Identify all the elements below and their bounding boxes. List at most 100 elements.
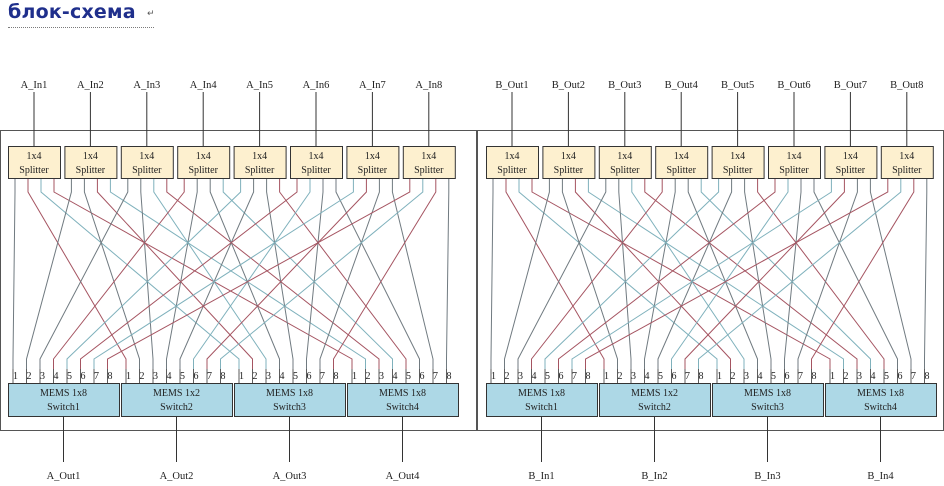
wire-B-s3-o2	[618, 178, 632, 369]
splitter-type-label: 1x4	[252, 151, 267, 162]
port-number: 4	[280, 371, 285, 382]
wire-B-s3-o1	[517, 178, 607, 369]
splitter-name-label: Splitter	[666, 165, 696, 176]
splitter-box	[880, 146, 934, 179]
splitter-name-label: Splitter	[414, 165, 444, 176]
splitter-box	[486, 146, 539, 179]
wire-A-s5-o2	[179, 178, 255, 369]
wire-B-s2-o1	[504, 178, 550, 369]
port-number: 2	[253, 371, 258, 382]
switch-name-label: Switch1	[525, 402, 558, 413]
port-number: 6	[307, 371, 312, 382]
splitter-type-label: 1x4	[196, 151, 211, 162]
port-number: 8	[221, 371, 226, 382]
wire-B-s8-o4	[924, 178, 928, 369]
port-number: 2	[140, 371, 145, 382]
output-label: A_Out1	[47, 471, 81, 482]
port-number: 2	[844, 371, 849, 382]
port-number: 1	[604, 371, 609, 382]
wire-B-s7-o4	[869, 178, 912, 369]
splitter-name-label: Splitter	[19, 165, 49, 176]
port-number: 1	[126, 371, 131, 382]
splitter-name-label: Splitter	[723, 165, 753, 176]
port-number: 3	[153, 371, 158, 382]
splitter-box	[768, 146, 821, 179]
splitter-type-label: 1x4	[787, 151, 802, 162]
port-number: 1	[830, 371, 835, 382]
wire-A-s7-o4	[391, 178, 434, 369]
wire-A-s1-o3	[40, 178, 240, 369]
input-label: A_In7	[359, 80, 386, 91]
mems-switch-box	[486, 383, 598, 417]
switch-type-label: MEMS 1x8	[744, 388, 791, 399]
port-number: 4	[167, 371, 172, 382]
input-label: A_In6	[303, 80, 330, 91]
splitter-box	[542, 146, 596, 179]
splitter-type-label: 1x4	[899, 151, 914, 162]
splitter-type-label: 1x4	[139, 151, 154, 162]
port-number: 6	[194, 371, 199, 382]
input-label: A_In1	[21, 80, 48, 91]
splitter-name-label: Splitter	[497, 165, 527, 176]
port-number: 5	[658, 371, 663, 382]
wire-A-s3-o4	[166, 178, 380, 369]
wire-A-s4-o4	[222, 178, 393, 369]
wire-B-s6-o4	[813, 178, 898, 369]
splitter-name-label: Splitter	[188, 165, 218, 176]
wire-B-s6-o3	[784, 178, 802, 369]
port-number: 3	[744, 371, 749, 382]
port-number: 1	[13, 371, 18, 382]
port-number: 1	[239, 371, 244, 382]
splitter-box	[824, 146, 878, 179]
output-label: B_In3	[754, 471, 780, 482]
port-number: 6	[81, 371, 86, 382]
port-number: 7	[94, 371, 99, 382]
port-number: 6	[559, 371, 564, 382]
port-number: 7	[911, 371, 916, 382]
port-number: 6	[785, 371, 790, 382]
splitter-type-label: 1x4	[421, 151, 436, 162]
wire-A-s8-o3	[333, 178, 437, 369]
splitter-type-label: 1x4	[674, 151, 689, 162]
port-number: 4	[393, 371, 398, 382]
wire-B-s6-o1	[558, 178, 776, 369]
port-number: 8	[699, 371, 704, 382]
wire-A-s1-o2	[27, 178, 127, 369]
wire-B-s2-o3	[574, 178, 731, 369]
port-number: 7	[320, 371, 325, 382]
switch-name-label: Switch2	[638, 402, 671, 413]
wire-B-s5-o2	[657, 178, 733, 369]
port-number: 6	[420, 371, 425, 382]
port-number: 3	[379, 371, 384, 382]
wire-A-s6-o1	[80, 178, 298, 369]
port-number: 5	[180, 371, 185, 382]
port-number: 8	[812, 371, 817, 382]
wire-B-s7-o1	[571, 178, 832, 369]
port-number: 8	[925, 371, 930, 382]
port-number: 2	[27, 371, 32, 382]
switch-name-label: Switch3	[751, 402, 784, 413]
splitter-type-label: 1x4	[730, 151, 745, 162]
input-label: B_Out1	[495, 80, 528, 91]
wire-A-s3-o2	[140, 178, 154, 369]
diagram-labels: 1x4SplitterA_In11x4SplitterA_In21x4Split…	[13, 80, 930, 482]
splitter-box	[64, 146, 118, 179]
port-number: 1	[717, 371, 722, 382]
mems-switch-box	[121, 383, 233, 417]
page-title: блок-схема	[8, 1, 136, 23]
wire-B-s8-o2	[698, 178, 902, 369]
wire-B-s5-o1	[544, 178, 720, 369]
mems-switch-box	[234, 383, 346, 417]
splitter-name-label: Splitter	[132, 165, 162, 176]
port-number: 2	[731, 371, 736, 382]
input-label: B_Out5	[721, 80, 754, 91]
mems-switch-box	[825, 383, 937, 417]
wire-B-s4-o2	[644, 178, 676, 369]
splitter-box	[598, 146, 652, 179]
splitter-name-label: Splitter	[892, 165, 922, 176]
port-number: 5	[545, 371, 550, 382]
mems-switch-box	[599, 383, 711, 417]
wire-B-s1-o2	[505, 178, 605, 369]
wire-A-s7-o3	[319, 178, 380, 369]
